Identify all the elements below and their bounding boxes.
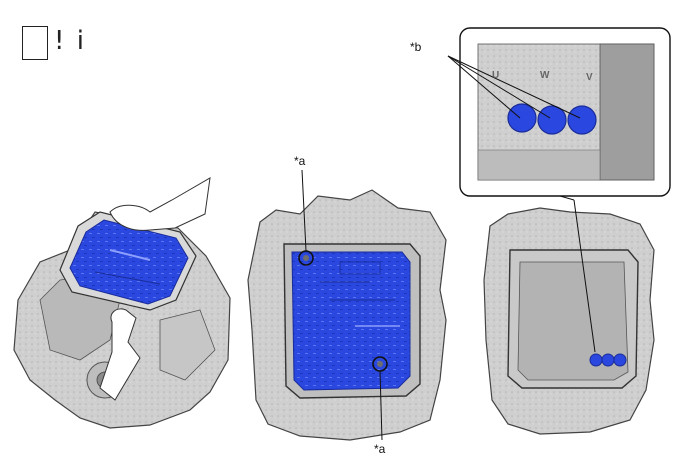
u-connector-blue: [507, 103, 537, 133]
inset-label-w: W: [540, 70, 550, 81]
header-caution-glyph: ! i: [54, 26, 86, 56]
detail-inset: [447, 27, 671, 201]
header-symbol-box: [22, 26, 48, 60]
w-connector-blue: [537, 105, 567, 135]
v-connector-blue: [567, 105, 597, 135]
left-transaxle-illustration: [13, 177, 231, 429]
middle-transaxle-illustration: [247, 169, 447, 441]
right-transaxle-illustration: [483, 199, 655, 435]
inset-label-v: V: [586, 72, 593, 83]
callout-a-bottom: *a: [374, 442, 386, 456]
inset-label-u: U: [492, 70, 500, 81]
callout-b: *b: [410, 40, 422, 54]
callout-a-top: *a: [294, 154, 306, 168]
